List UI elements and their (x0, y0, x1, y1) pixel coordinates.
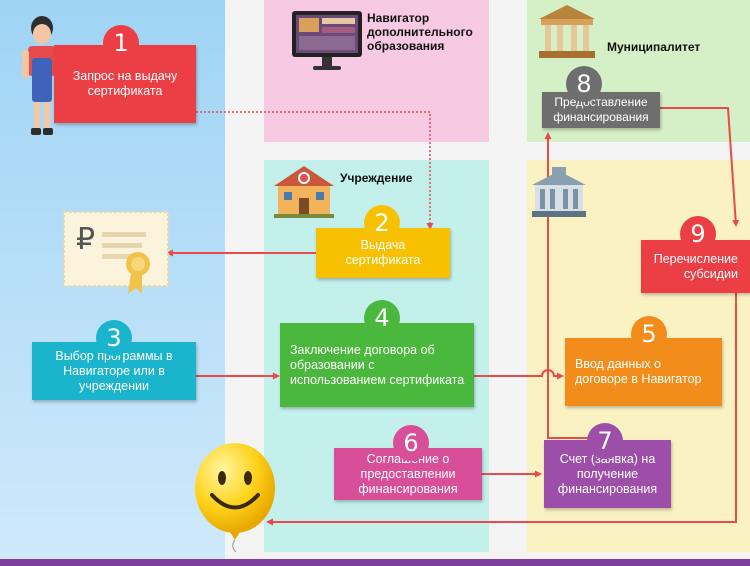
municipality-building-icon (539, 5, 595, 58)
step-9-text: Перечисление субсидии (653, 251, 738, 281)
arrow-1-to-2 (196, 111, 434, 230)
step-3-number: 3 (96, 320, 132, 356)
step-5-number: 5 (631, 316, 667, 352)
step-7-number: 7 (587, 423, 623, 459)
step-2-box: Выдача сертификата (316, 228, 450, 278)
step-1-number: 1 (103, 25, 139, 61)
monitor-icon (292, 11, 362, 70)
arrow-9-to-end (266, 292, 737, 526)
bank-building-icon (532, 167, 586, 217)
step-6-number: 6 (393, 425, 429, 461)
certificate-icon (63, 211, 169, 294)
school-building-icon (274, 166, 334, 218)
child-icon (22, 16, 62, 135)
step-2-number: 2 (364, 205, 400, 241)
step-6-text: Соглашение о предоставлении финансирован… (358, 451, 458, 496)
step-8-text: Предоставление финансирования (553, 95, 649, 124)
step-8-number: 8 (566, 66, 602, 102)
step-4-box: Заключение договора об образовании с исп… (280, 323, 474, 407)
step-3-box: Выбор программы в Навигаторе или в учреж… (32, 342, 196, 400)
step-2-text: Выдача сертификата (345, 238, 421, 267)
bottom-bar (0, 559, 750, 566)
step-4-number: 4 (364, 300, 400, 336)
institution-title: Учреждение (340, 171, 413, 185)
arrow-8-to-9 (660, 107, 740, 227)
step-5-box: Ввод данных о договоре в Навигатор (565, 338, 722, 406)
step-1-text: Запрос на выдачу сертификата (72, 69, 178, 98)
smiley-balloon-icon (195, 443, 275, 552)
step-9-number: 9 (680, 216, 716, 252)
step-4-text: Заключение договора об образовании с исп… (290, 342, 465, 387)
step-8-box: Предоставление финансирования (542, 92, 660, 128)
ruble-symbol: ₽ (76, 222, 96, 257)
step-7-text: Счет (заявка) на получение финансировани… (557, 451, 658, 496)
step-9-box: Перечисление субсидии (641, 240, 750, 293)
municipality-title: Муниципалитет (607, 40, 701, 54)
navigator-title: Навигатор дополнительного образования (367, 11, 473, 53)
step-5-text: Ввод данных о договоре в Навигатор (575, 357, 702, 386)
